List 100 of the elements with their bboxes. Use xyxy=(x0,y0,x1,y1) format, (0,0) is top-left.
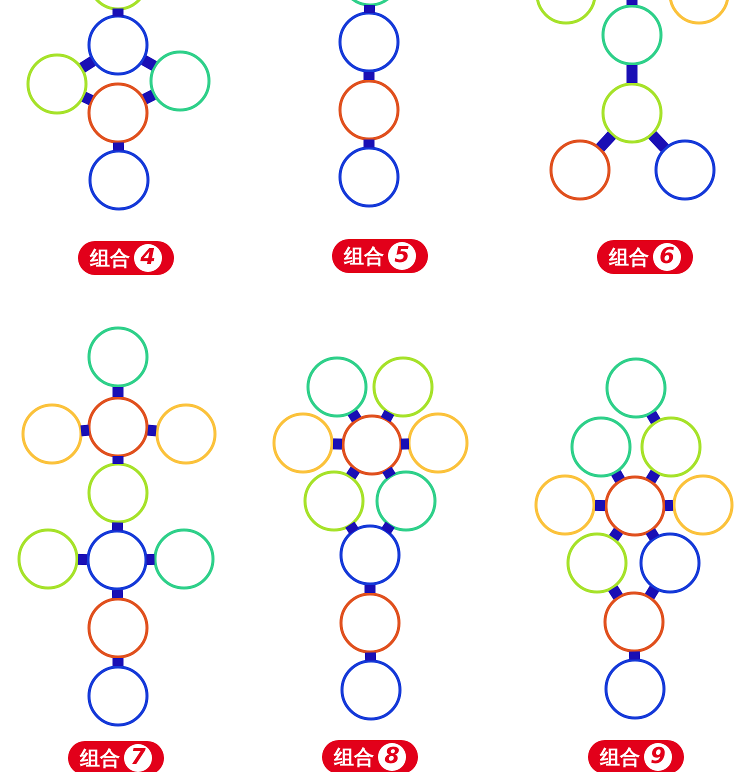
ring xyxy=(86,529,148,591)
number-badge: 7 xyxy=(124,744,152,772)
connector-clip xyxy=(364,652,376,661)
combination-label: 组合 xyxy=(90,247,130,269)
connector-clip xyxy=(609,528,623,542)
connector-clip xyxy=(332,438,342,450)
combination-label: 组合 xyxy=(80,747,120,769)
ring xyxy=(87,462,149,524)
ring xyxy=(88,149,150,211)
ring xyxy=(87,597,149,659)
combination-tag xyxy=(322,740,418,772)
ring xyxy=(605,357,667,419)
connector-clip xyxy=(646,470,660,484)
connector-clip xyxy=(112,142,124,151)
ring xyxy=(672,474,734,536)
connector-clip xyxy=(142,90,156,104)
number-badge: 5 xyxy=(388,242,416,270)
ring xyxy=(339,592,401,654)
connector-clip xyxy=(364,585,376,593)
connector-clip xyxy=(348,410,362,422)
combination-tag xyxy=(68,741,164,772)
connector-clip xyxy=(112,658,124,666)
number-badge: 8 xyxy=(378,743,406,771)
ring xyxy=(566,532,628,594)
ring xyxy=(26,53,88,115)
connector-clip xyxy=(626,0,638,5)
ring xyxy=(375,470,437,532)
connector-clip xyxy=(364,4,376,14)
ring xyxy=(640,416,702,478)
connector-clip xyxy=(382,466,396,480)
connector-clip xyxy=(608,585,623,600)
ring xyxy=(153,528,215,590)
ring xyxy=(601,4,663,66)
combination-label: 组合 xyxy=(334,746,374,768)
ring xyxy=(604,658,666,720)
ring xyxy=(87,14,149,76)
ring xyxy=(338,146,400,208)
connector-clip xyxy=(364,140,374,148)
ring xyxy=(87,665,149,727)
connector-clip xyxy=(380,410,394,422)
combination-label: 组合 xyxy=(344,245,384,267)
connector-clip xyxy=(112,456,124,464)
combination-tag xyxy=(588,740,684,772)
ring xyxy=(604,475,666,537)
number-badge: 9 xyxy=(644,743,672,771)
ring xyxy=(372,356,434,418)
ring xyxy=(87,82,149,144)
combination-label: 组合 xyxy=(609,246,649,268)
combination-label: 组合 xyxy=(600,746,640,768)
connector-clip xyxy=(146,554,155,566)
combination-tag xyxy=(597,240,693,274)
number-badge: 4 xyxy=(134,244,162,272)
connector-clip xyxy=(80,424,90,436)
ring xyxy=(17,528,79,590)
connector-clip xyxy=(112,590,124,598)
connector-clip xyxy=(112,8,124,16)
connector-clip xyxy=(646,410,660,424)
ring xyxy=(21,403,83,465)
ring xyxy=(340,659,402,721)
ring xyxy=(603,591,665,653)
combination-tag xyxy=(78,241,174,275)
connector-clip xyxy=(141,55,157,71)
ring xyxy=(654,139,716,201)
connector-clip xyxy=(644,586,660,600)
ring xyxy=(338,11,400,73)
connector-clip xyxy=(626,65,638,83)
connector-clip xyxy=(611,470,625,483)
ring xyxy=(303,470,365,532)
connector-clip xyxy=(664,500,674,512)
connector-clip xyxy=(82,92,94,106)
connector-clip xyxy=(646,528,660,541)
connector-clip xyxy=(628,651,640,660)
ring xyxy=(306,356,368,418)
ring xyxy=(534,474,596,536)
ring xyxy=(149,50,211,112)
connector-clip xyxy=(112,387,124,397)
connector-clip xyxy=(381,522,395,534)
ring xyxy=(338,79,400,141)
number-badge: 6 xyxy=(653,243,681,271)
ring xyxy=(407,412,469,474)
ring xyxy=(549,139,611,201)
ring xyxy=(87,396,149,458)
connector-clip xyxy=(594,500,606,512)
ring xyxy=(639,532,701,594)
combination-tag xyxy=(332,239,428,273)
connector-clip xyxy=(648,131,669,152)
connector-clip xyxy=(345,522,359,534)
ring xyxy=(272,412,334,474)
ring xyxy=(601,82,663,144)
ring xyxy=(87,326,149,388)
connector-clip xyxy=(364,72,374,80)
ring xyxy=(341,414,403,476)
connector-clip xyxy=(596,131,616,152)
connector-clip xyxy=(79,56,96,72)
ring xyxy=(339,524,401,586)
connector-clip xyxy=(400,438,410,450)
ring xyxy=(570,416,632,478)
connector-clip xyxy=(78,554,88,566)
connector-clip xyxy=(346,466,360,480)
ring xyxy=(155,403,217,465)
